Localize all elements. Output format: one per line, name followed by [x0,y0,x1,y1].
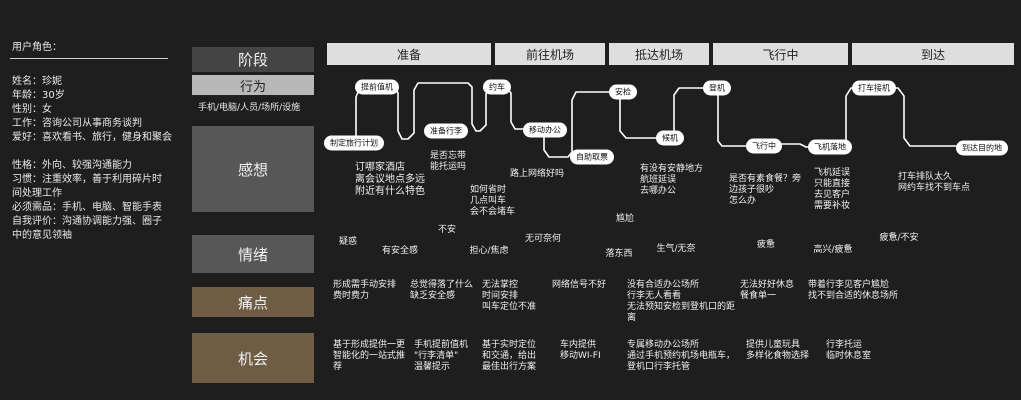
emotion-label: 尴尬 [615,214,635,224]
opportunity-text: 专属移动办公场所 通过手机预约机场电瓶车， 登机口行李托管 [627,340,736,372]
pain-point-text: 形成需手动安排 费时费力 [333,280,397,301]
persona-line: 姓名：珍妮 [12,76,62,87]
persona-line: 性格：外向、较强沟通能力 [12,160,132,171]
pain-point-text: 带着行李见客户尴尬 找不到合适的休息场所 [808,280,899,301]
node-in-flight: 飞行中 [746,138,782,154]
opportunity-text: 车内提供 移动WI-FI [560,340,601,361]
persona-line: 必须需品：手机、电脑、智能手表 [12,202,162,213]
node-book-car: 约车 [483,79,511,95]
node-self-ticket: 自助取票 [570,149,614,165]
emotion-label: 无可奈何 [524,234,562,244]
pain-point-text: 无法好好休息 餐食单一 [740,280,795,301]
persona-line: 自我评价：沟通协调能力强、圈子 [12,216,162,227]
touchpoints-text: 手机/电脑/人员/场所/设施 [198,103,301,113]
emotion-label: 担心/焦虑 [469,246,509,256]
persona-line: 爱好：喜欢看书、旅行，健身和聚会 [12,132,172,143]
emotion-label: 疑惑 [338,237,358,247]
opportunity-text: 基于实时定位 和交通，给出 最佳出行方案 [482,340,537,372]
row-label-opportunity: 机会 [192,333,314,383]
emotion-label: 有安全感 [381,246,419,256]
phase-arrival: 到达 [852,43,1014,65]
node-destination: 到达目的地 [956,140,1008,156]
node-early-checkin: 提前值机 [355,79,399,95]
persona-line: 间处理工作 [12,188,62,199]
node-taxi-pickup: 打车接机 [852,80,896,96]
opportunity-text: 手机提前值机 "行李清单" 温馨提示 [414,340,469,372]
persona-details: 姓名：珍妮 年龄：30岁 性别：女 工作：咨询公司从事商务谈判 爱好：喜欢看书、… [12,75,172,243]
thought-text: 飞机延误 只能直接 去见客户 需要补妆 [814,168,851,211]
thought-text: 有没有安静地方 航班延误 去哪办公 [640,164,704,196]
emotion-label: 生气/无奈 [656,244,696,254]
row-label-stage: 阶段 [192,47,314,72]
pain-point-text: 没有合适办公场所 行李无人看看 无法预知安检到登机口的距 离 [627,280,736,323]
emotion-label: 不安 [437,225,457,235]
thought-text: 如何省时 几点叫车 会不会堵车 [470,185,516,217]
emotion-label: 疲惫 [756,240,776,250]
node-pack-luggage: 准备行李 [424,123,468,139]
node-waiting: 候机 [656,130,684,146]
node-plan-trip: 制定旅行计划 [324,135,384,151]
persona-title: 用户角色： [12,42,62,53]
opportunity-text: 提供儿童玩具 多样化食物选择 [746,340,810,361]
node-boarding: 登机 [703,80,731,96]
row-label-pain: 痛点 [192,287,314,317]
thought-text: 是否有素食餐？旁 边孩子很吵 怎么办 [729,174,802,206]
opportunity-text: 基于形成提供一更 智能化的一站式推 荐 [333,340,406,372]
opportunity-text: 行李托运 临时休息室 [826,340,872,361]
thought-text: 订哪家酒店 离会议地点多远 附近有什么特色 [355,162,425,197]
pain-point-text: 无法掌控 时间安排 叫车定位不准 [482,280,537,312]
phase-prepare: 准备 [327,43,491,65]
row-label-thoughts: 感想 [192,126,314,212]
persona-line: 年龄：30岁 [12,90,65,101]
emotion-label: 落东西 [605,249,633,259]
persona-line: 性别：女 [12,104,52,115]
phase-in-flight: 飞行中 [713,43,848,65]
phase-arrive-airport: 抵达机场 [609,43,709,65]
emotion-label: 疲惫/不安 [879,233,919,243]
persona-line: 中的意见领袖 [12,230,72,241]
node-mobile-office: 移动办公 [523,122,567,138]
row-label-behavior: 行为 [192,75,314,95]
row-label-emotion: 情绪 [192,235,314,273]
thought-text: 路上网络好吗 [510,169,565,179]
persona-divider [10,58,168,59]
persona-line: 习惯：注重效率，善于利用碎片时 [12,174,162,185]
persona-line: 工作：咨询公司从事商务谈判 [12,118,142,129]
thought-text: 打车排队太久 网约车找不到车点 [898,172,971,193]
thought-text: 是否忘带 能托运吗 [430,151,467,172]
emotion-label: 高兴/疲惫 [813,245,853,255]
pain-point-text: 网络信号不好 [552,280,607,290]
pain-point-text: 总觉得落了什么 缺乏安全感 [410,280,474,301]
phase-to-airport: 前往机场 [495,43,605,65]
node-security: 安检 [609,84,637,100]
node-landing: 飞机落地 [808,139,852,155]
